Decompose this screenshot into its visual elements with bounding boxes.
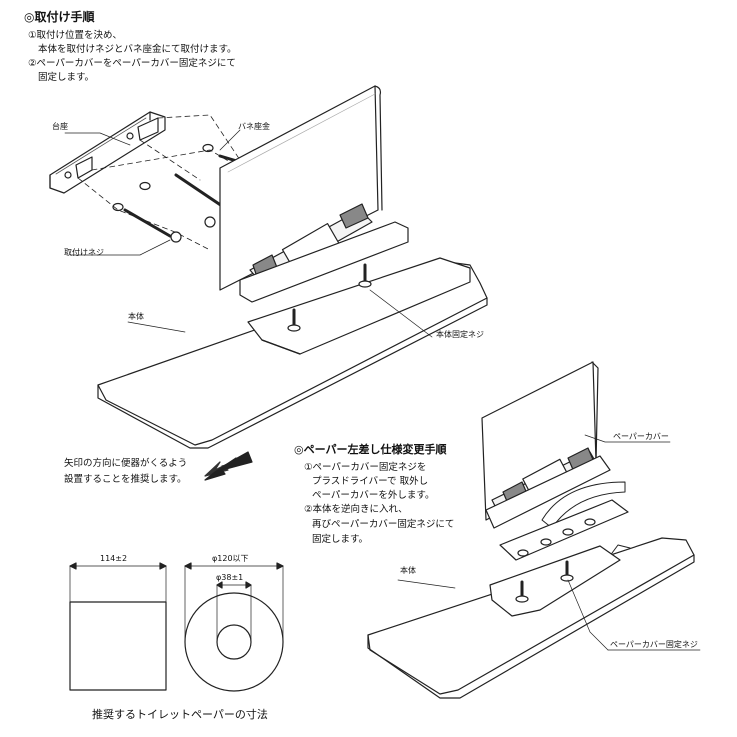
body-screws-2 <box>515 560 574 603</box>
direction-note-line-1: 矢印の方向に便器がくるよう <box>64 458 188 469</box>
label-body-screw: 本体固定ネジ <box>436 330 484 339</box>
section2-title: ◎ペーパー左差し仕様変更手順 <box>294 443 447 456</box>
body-plate-2 <box>367 537 695 699</box>
section2-line-4: ②本体を逆向きに入れ、 <box>304 504 408 515</box>
label-mount-screw: 取付けネジ <box>64 248 104 257</box>
label-paper-cover: ペーパーカバー <box>613 432 669 441</box>
dim-core-dia: φ38±1 <box>216 573 244 582</box>
label-body-2: 本体 <box>400 566 416 575</box>
label-cover-screw: ペーパーカバー固定ネジ <box>610 640 698 649</box>
section2-line-3: ペーパーカバーを外します。 <box>312 490 435 501</box>
section1-line-4: 固定します。 <box>38 72 95 83</box>
section1-line-2: 本体を取付けネジとバネ座金にて取付けます。 <box>38 44 237 55</box>
body-plate-1 <box>97 257 488 449</box>
section2-line-5: 再びペーパーカバー固定ネジにて <box>312 519 455 530</box>
leader-lines-2 <box>397 434 701 651</box>
label-body-1: 本体 <box>128 312 144 321</box>
paper-cover-1 <box>219 85 383 291</box>
cover-plate-2 <box>499 499 629 561</box>
label-spring-washer: バネ座金 <box>238 122 270 131</box>
direction-arrow <box>204 451 253 481</box>
mounting-screws <box>123 154 262 243</box>
label-base: 台座 <box>52 122 68 131</box>
section1-title: ◎取付け手順 <box>24 10 95 24</box>
dim-caption: 推奨するトイレットペーパーの寸法 <box>92 708 268 721</box>
support-block-1 <box>239 221 409 303</box>
dim-outer-dia: φ120以下 <box>212 554 249 563</box>
section2-line-1: ①ペーパーカバー固定ネジを <box>304 462 427 473</box>
leader-lines-1 <box>64 129 433 338</box>
direction-note-line-2: 設置することを推奨します。 <box>64 474 187 485</box>
section2-line-2: プラスドライバーで 取外し <box>312 476 429 487</box>
dim-width: 114±2 <box>100 554 128 563</box>
paper-dimensions <box>69 562 284 692</box>
section1-line-3: ②ペーパーカバーをペーパーカバー固定ネジにて <box>28 58 236 69</box>
section1-line-1: ①取付け位置を決め、 <box>28 30 123 41</box>
support-block-2 <box>485 455 611 529</box>
section2-line-6: 固定します。 <box>312 534 369 545</box>
body-screws-1 <box>287 263 372 332</box>
spring-washers <box>112 143 214 212</box>
base-plate <box>49 111 166 194</box>
